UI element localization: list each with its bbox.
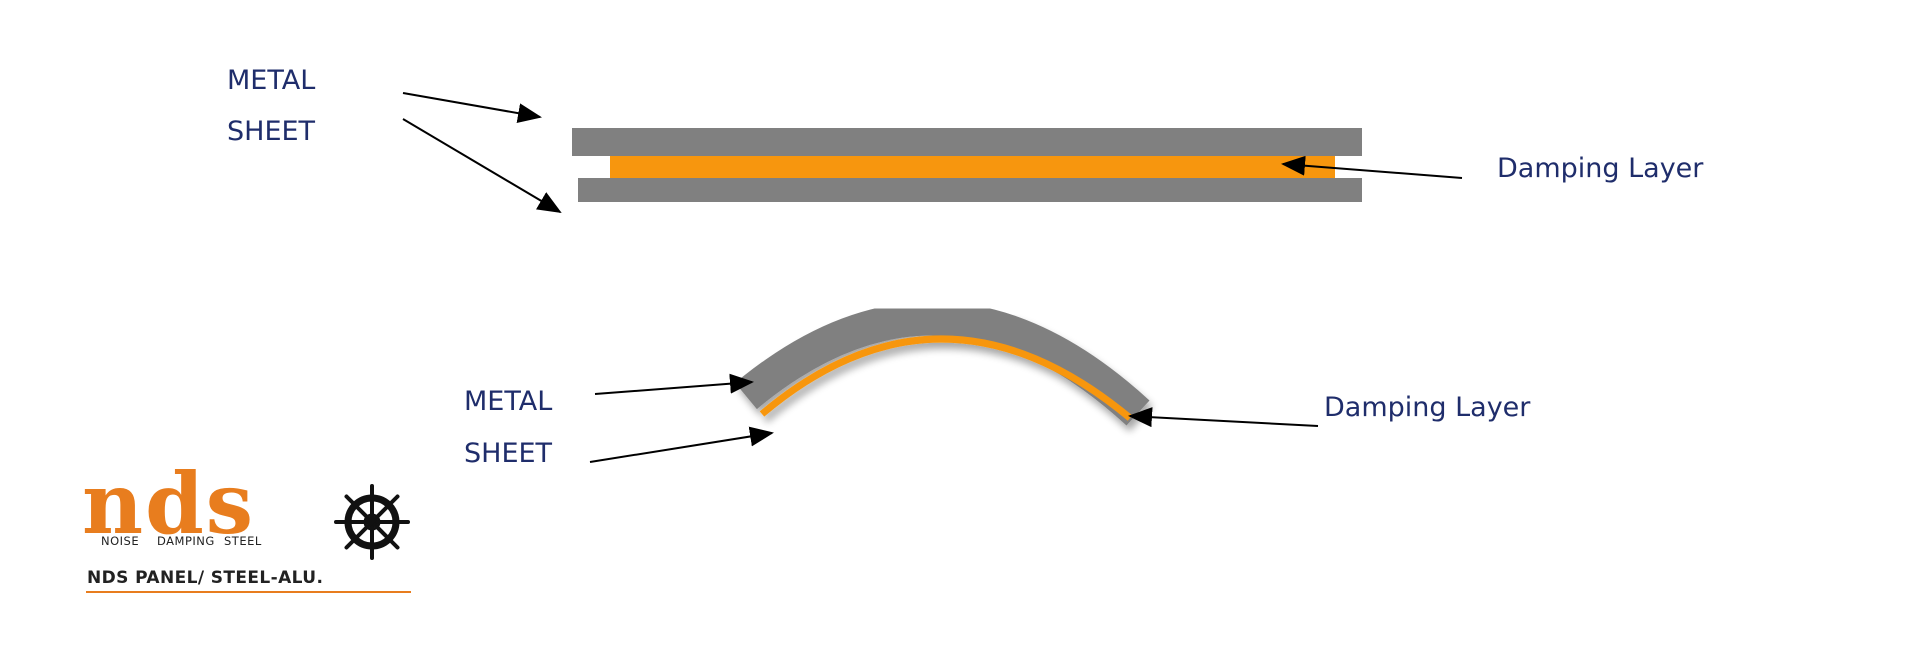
logo-sub-noise: NOISE [101,534,140,548]
arrow-metal-bottom [402,118,562,214]
footer-rule [86,591,411,593]
nds-logo: nds [82,454,256,553]
footer-caption: NDS PANEL/ STEEL-ALU. [87,568,324,588]
flat-damping-layer [610,156,1335,178]
arrow-curve-metal-bottom [589,426,774,463]
arrow-damping-curve [1128,407,1319,428]
flat-laminate [572,128,1362,202]
bottom-metal-label-line1: METAL [464,386,553,417]
curved-damping-layer [759,335,1133,421]
logo-sub-steel: STEEL [224,534,262,548]
top-damping-label: Damping Layer [1497,153,1704,184]
logo-sub-damping: DAMPING [157,534,215,548]
bottom-metal-sheet [578,178,1362,202]
top-metal-label-line2: SHEET [227,116,316,147]
ship-wheel-icon [334,484,410,560]
top-metal-sheet [572,128,1362,156]
top-metal-label-line1: METAL [227,65,316,96]
curved-metal-sheet [735,301,1150,426]
curved-laminate [735,301,1150,426]
arrow-curve-metal-top [594,373,754,395]
bottom-damping-label: Damping Layer [1324,392,1531,423]
arrow-metal-top [402,92,542,124]
bottom-metal-label-line2: SHEET [464,438,553,469]
arrow-damping-top [1281,155,1463,179]
